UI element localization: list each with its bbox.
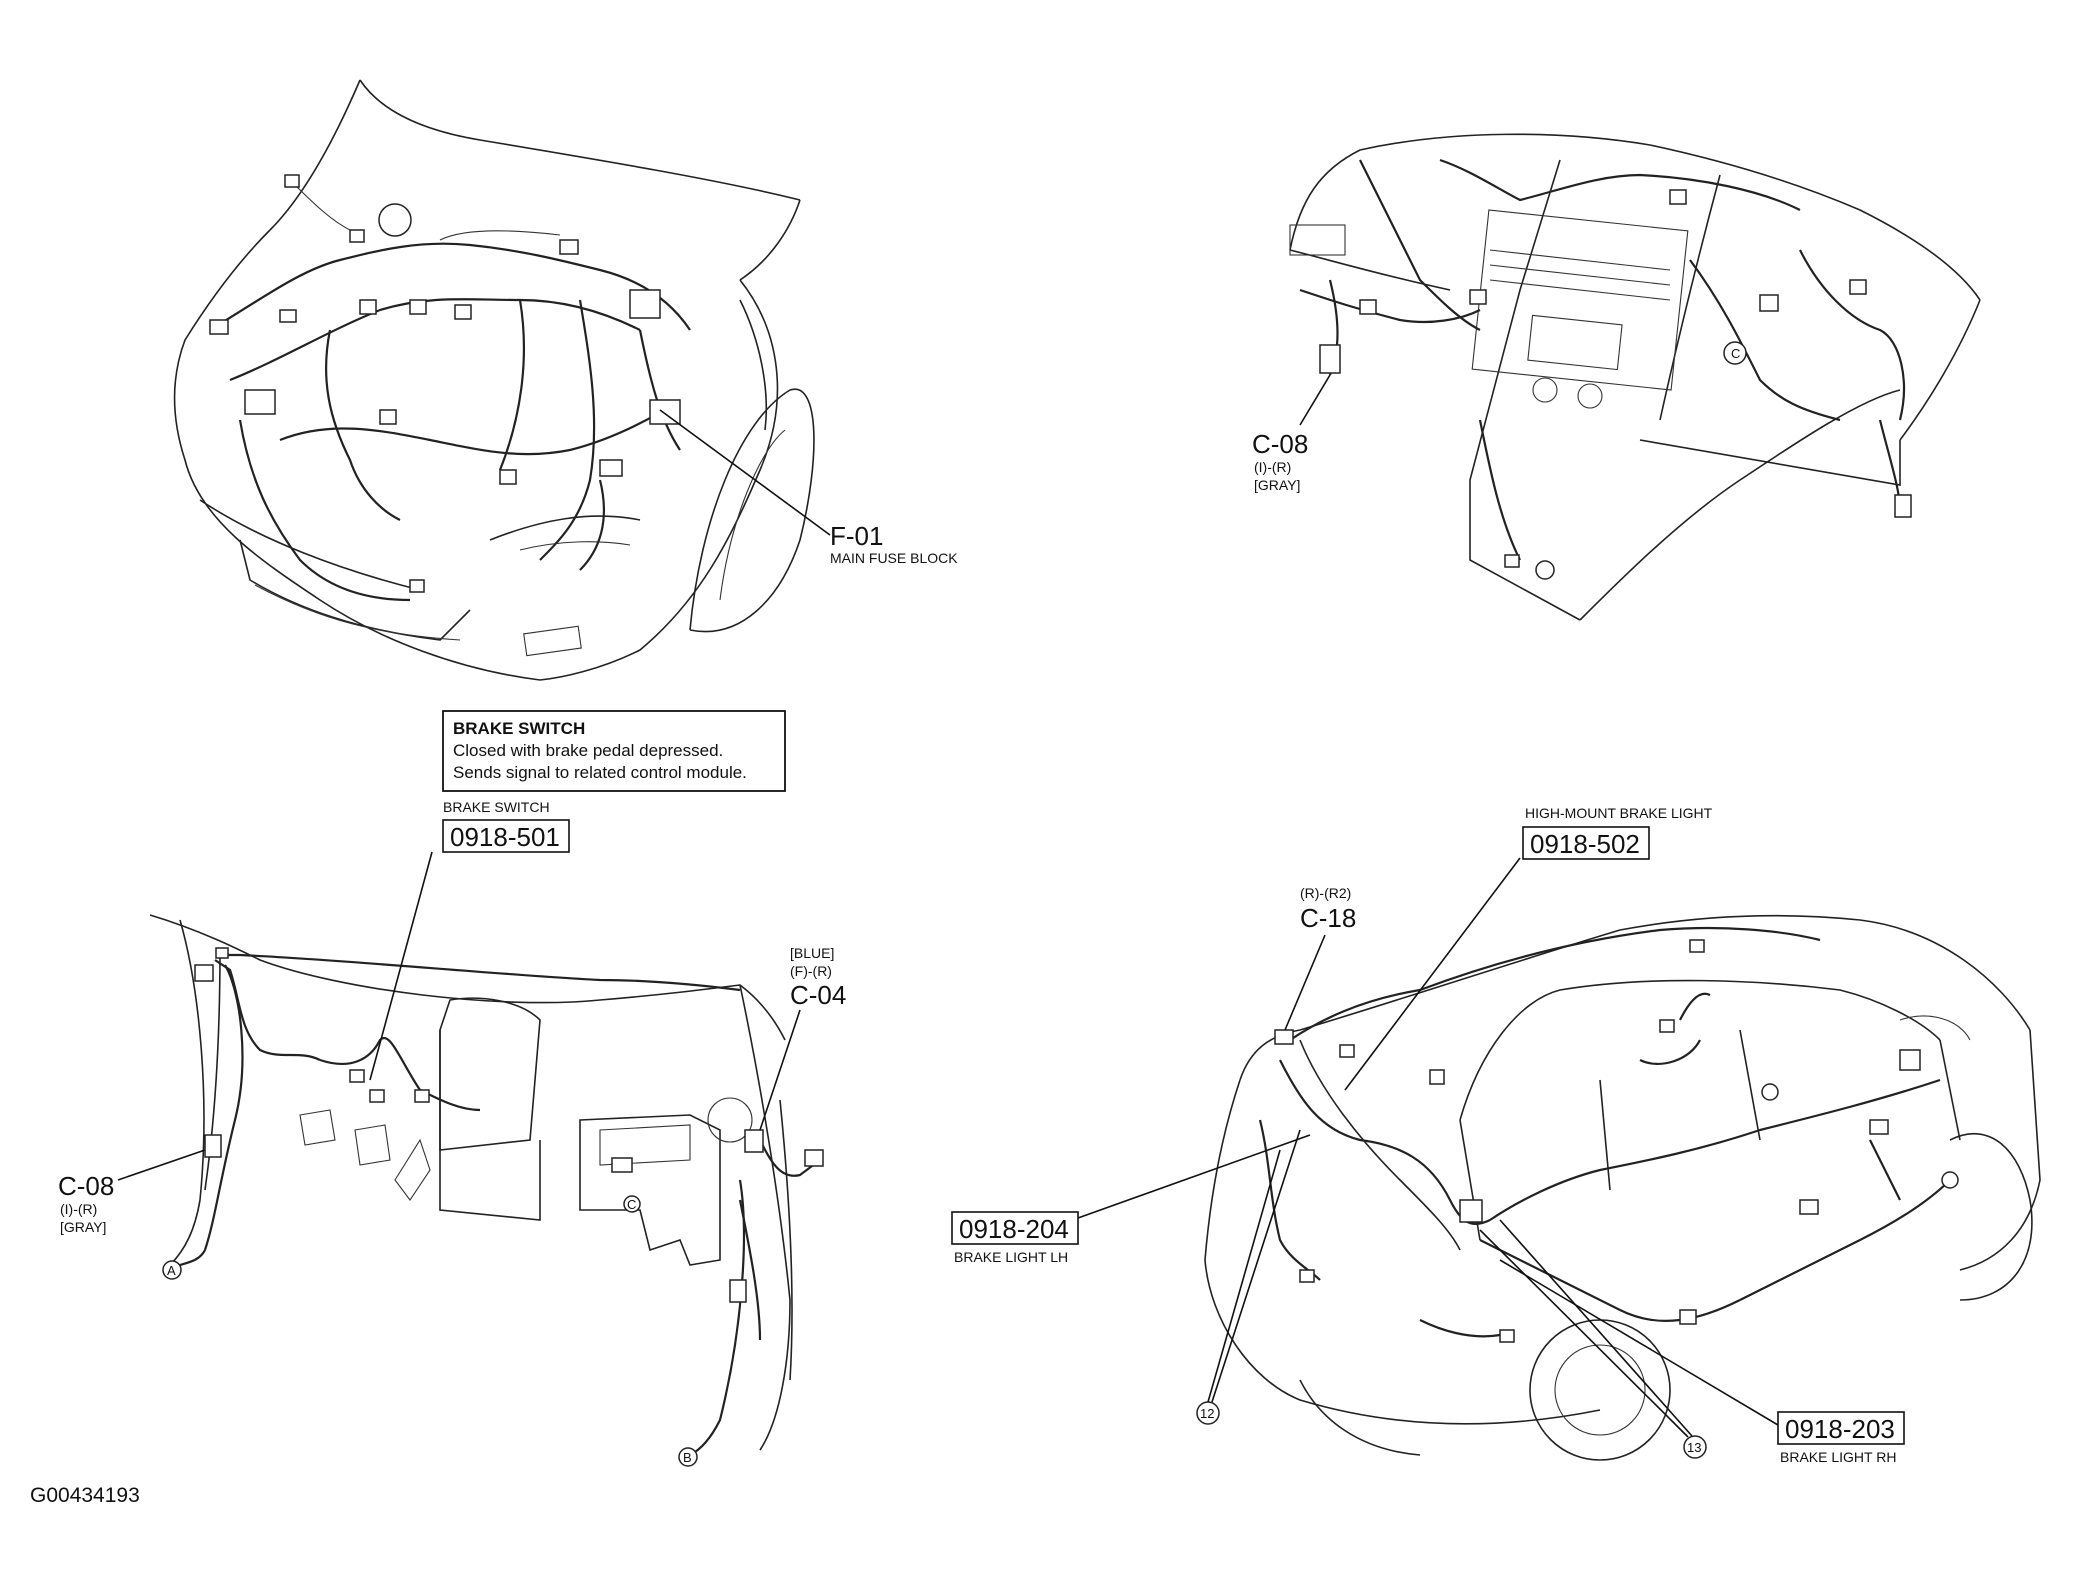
callout-13-leader-line [1479, 1229, 1689, 1438]
callout-13-leader-line-2 [1499, 1219, 1693, 1437]
callout-12: 12 [1200, 1406, 1214, 1421]
c08-top-position: (I)-(R) [1254, 459, 1291, 475]
brake-lh-leader-line [1077, 1134, 1311, 1219]
brake-rh-code: 0918-203 [1785, 1414, 1895, 1444]
c04-color: [BLUE] [790, 945, 834, 961]
callout-12-leader-line [1211, 1129, 1301, 1403]
brake-switch-leader-line [369, 851, 433, 1081]
brake-switch-code-box [442, 819, 570, 853]
f01-code: F-01 [830, 521, 883, 551]
c08-left-position: (I)-(R) [60, 1201, 97, 1217]
c04-leader-line [759, 1009, 801, 1131]
f01-leader-line [659, 409, 831, 536]
c18-code: C-18 [1300, 903, 1356, 933]
c04-code: C-04 [790, 980, 846, 1010]
c08-left-color: [GRAY] [60, 1219, 106, 1235]
high-mount-code: 0918-502 [1530, 829, 1640, 859]
dashboard-illustration [1289, 133, 1981, 621]
c08-top-leader-line [1299, 374, 1331, 426]
info-box-title: BRAKE SWITCH [453, 719, 585, 738]
brake-rh-label: BRAKE LIGHT RH [1780, 1449, 1896, 1465]
brake-lh-code-box [951, 1211, 1079, 1245]
c08-top-color: [GRAY] [1254, 477, 1300, 493]
f01-name: MAIN FUSE BLOCK [830, 550, 958, 566]
brake-lh-code: 0918-204 [959, 1214, 1069, 1244]
c08-left-leader-line [117, 1149, 206, 1181]
high-mount-label: HIGH-MOUNT BRAKE LIGHT [1525, 805, 1713, 821]
c08-top-code: C-08 [1252, 429, 1308, 459]
connector-a-letter: A [167, 1263, 176, 1278]
under-dash-illustration [149, 914, 824, 1456]
c18-position: (R)-(R2) [1300, 885, 1351, 901]
callout-13-marker [1683, 1435, 1707, 1459]
brake-rh-leader-line [1499, 1259, 1779, 1426]
callout-12-leader-line-2 [1207, 1149, 1281, 1403]
info-box-line2: Sends signal to related control module. [453, 763, 747, 782]
high-mount-leader-line [1344, 857, 1521, 1091]
brake-switch-code: 0918-501 [450, 822, 560, 852]
c04-position: (F)-(R) [790, 963, 832, 979]
high-mount-code-box [1522, 826, 1650, 860]
connector-c-top-letter: C [1731, 346, 1740, 361]
figure-id: G00434193 [30, 1484, 140, 1507]
connector-b-letter: B [683, 1450, 692, 1465]
connector-b-marker [678, 1447, 698, 1467]
rear-body-illustration [1204, 914, 2041, 1461]
callout-13: 13 [1687, 1440, 1701, 1455]
connector-a-marker [162, 1260, 182, 1280]
connector-c-letter: C [627, 1197, 636, 1212]
brake-rh-code-box [1777, 1411, 1905, 1445]
brake-switch-info-box: BRAKE SWITCH Closed with brake pedal dep… [442, 710, 786, 792]
c18-leader-line [1284, 934, 1326, 1031]
engine-bay-illustration [173, 79, 815, 681]
c08-left-code: C-08 [58, 1171, 114, 1201]
info-box-line1: Closed with brake pedal depressed. [453, 741, 723, 760]
brake-switch-label: BRAKE SWITCH [443, 799, 550, 815]
brake-lh-label: BRAKE LIGHT LH [954, 1249, 1068, 1265]
